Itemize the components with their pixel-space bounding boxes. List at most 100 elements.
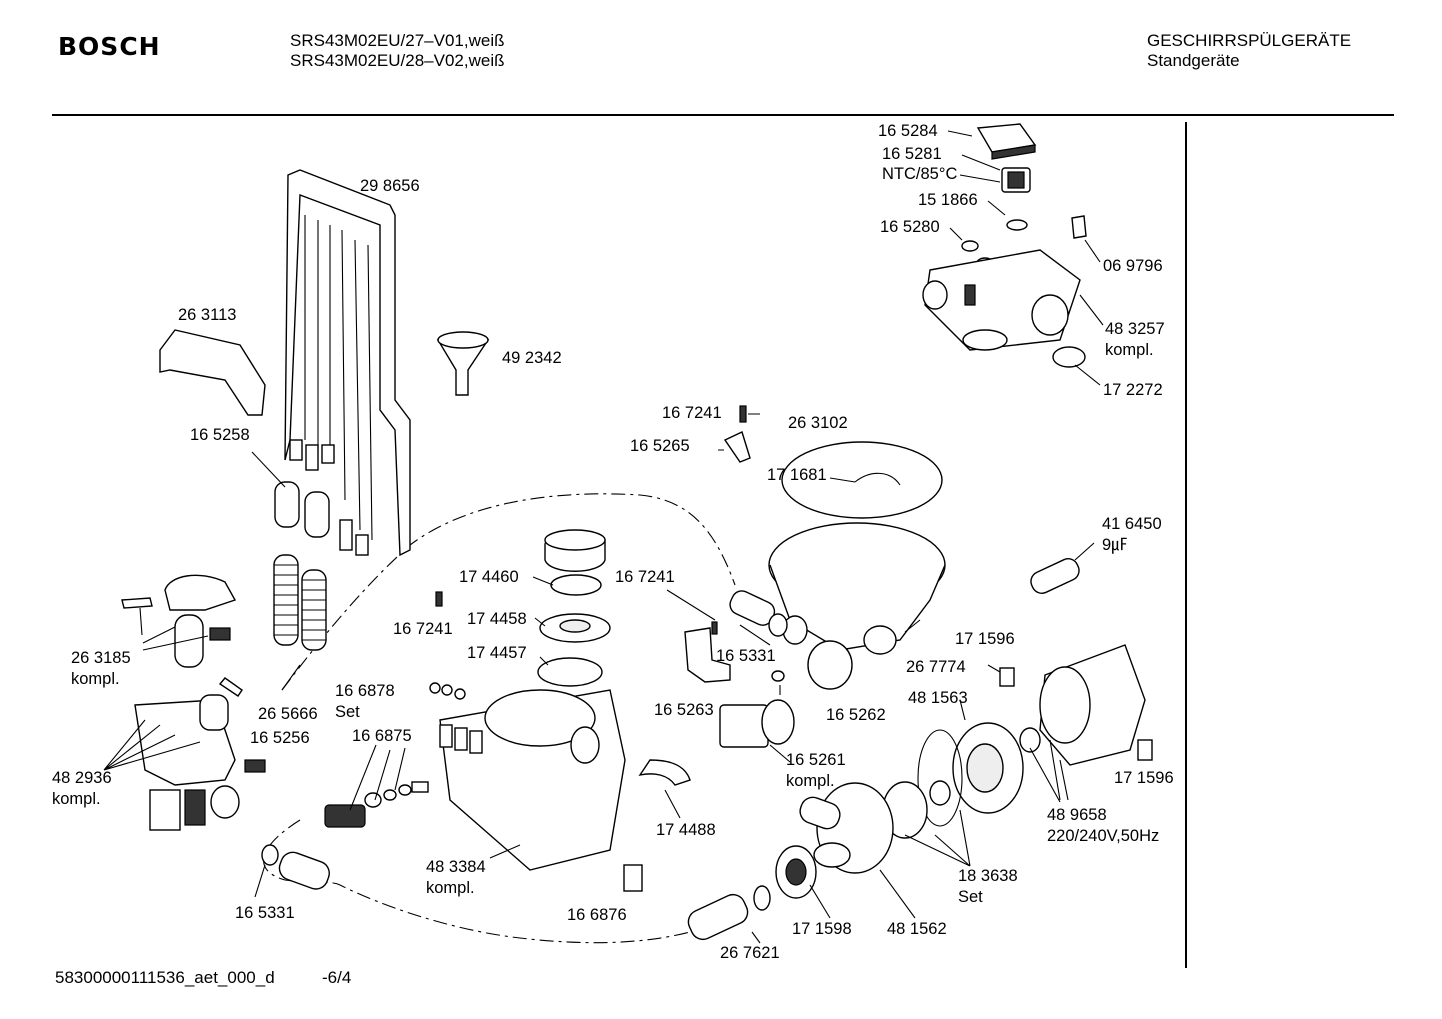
part-note-166878: Set [335, 703, 360, 721]
pump-housing-481563 [952, 722, 1024, 814]
header-rule [52, 114, 1394, 116]
water-switch-483257 [922, 249, 1081, 351]
part-label-492342: 49 2342 [502, 349, 562, 367]
part-label-481562: 48 1562 [887, 920, 947, 938]
motor-489658 [1019, 644, 1146, 766]
part-174488 [638, 759, 691, 786]
part-label-166875: 16 6875 [352, 727, 412, 745]
ntc-sensor [1001, 167, 1031, 193]
part-label-171596-a: 17 1596 [955, 630, 1015, 648]
part-label-171681: 17 1681 [767, 466, 827, 484]
filter-ring-174458 [539, 613, 611, 643]
part-label-489658: 48 9658 [1047, 806, 1107, 824]
clip-171681 [854, 472, 901, 486]
part-label-263185: 26 3185 [71, 649, 131, 667]
part-note-483257: kompl. [1105, 341, 1154, 359]
part-label-263102: 26 3102 [788, 414, 848, 432]
screw-167241-a [435, 591, 443, 607]
clip-069796 [1071, 215, 1087, 239]
part-label-483384: 48 3384 [426, 858, 486, 876]
part-label-481563: 48 1563 [908, 689, 968, 707]
part-label-165262: 16 5262 [826, 706, 886, 724]
part-label-069796: 06 9796 [1103, 257, 1163, 275]
sump-267774 [768, 522, 946, 690]
part-165262 [771, 670, 785, 682]
part-label-165331-bottom: 16 5331 [235, 904, 295, 922]
part-label-263113: 26 3113 [178, 306, 237, 324]
leader-lines [103, 130, 1104, 944]
page-number: -6/4 [322, 968, 352, 987]
part-label-171596-b: 17 1596 [1114, 769, 1174, 787]
part-label-174457: 17 4457 [467, 644, 527, 662]
small-parts-166878 [429, 682, 466, 700]
aquasensor-263185 [121, 574, 237, 668]
model-line-1: SRS43M02EU/27–V01,weiß [290, 31, 505, 50]
category-title: GESCHIRRSPÜLGERÄTE [1147, 31, 1352, 50]
part-165256 [244, 759, 266, 773]
part-label-166876: 16 6876 [567, 906, 627, 924]
part-label-267774: 26 7774 [906, 658, 966, 676]
clip-171596-a [999, 667, 1015, 687]
hose-clamp-172272 [1052, 346, 1086, 368]
part-label-171598: 17 1598 [792, 920, 852, 938]
part-label-174460: 17 4460 [459, 568, 519, 586]
part-label-172272: 17 2272 [1103, 381, 1163, 399]
part-label-167241-b: 16 7241 [393, 620, 453, 638]
part-label-183638: 18 3638 [958, 867, 1018, 885]
margin-rule [1185, 122, 1187, 968]
valve-165261 [719, 699, 795, 748]
hose-267621 [687, 885, 771, 941]
part-label-166878: 16 6878 [335, 682, 395, 700]
part-label-483257: 48 3257 [1105, 320, 1165, 338]
spray-pipes-298656 [284, 169, 411, 557]
part-label-165263: 16 5263 [654, 701, 714, 719]
brand-logo: BOSCH [58, 32, 161, 61]
seal-174457 [537, 657, 603, 687]
part-label-165261: 16 5261 [786, 751, 846, 769]
part-label-165284: 16 5284 [878, 122, 938, 140]
model-line-2: SRS43M02EU/28–V02,weiß [290, 51, 505, 70]
o-ring-151866 [1006, 219, 1028, 231]
bracket-165263 [684, 627, 731, 683]
part-label-165281: 16 5281 [882, 145, 942, 163]
part-label-267621: 26 7621 [720, 944, 780, 962]
part-label-265666: 26 5666 [258, 705, 318, 723]
seal-174460 [550, 574, 602, 596]
sensor-cap [976, 123, 1037, 160]
heater-block-483384 [439, 689, 626, 871]
cover-263113 [159, 329, 266, 416]
part-note-183638: Set [958, 888, 983, 906]
part-label-165265: 16 5265 [630, 437, 690, 455]
drawing-id: 58300000111536_aet_000_d [55, 968, 275, 987]
part-note-165281: NTC/85°C [882, 165, 958, 183]
part-note-482936: kompl. [52, 790, 101, 808]
part-label-482936: 48 2936 [52, 769, 112, 787]
part-label-167241-c: 16 7241 [615, 568, 675, 586]
o-ring-165280 [961, 240, 979, 252]
subcategory-title: Standgeräte [1147, 51, 1240, 70]
hose-165331-top [729, 590, 788, 637]
part-note-489658: 220/240V,50Hz [1047, 827, 1160, 845]
seal-171598 [775, 845, 817, 899]
part-note-165261: kompl. [786, 772, 835, 790]
part-label-174488: 17 4488 [656, 821, 716, 839]
hose-route-outline [263, 493, 736, 944]
part-label-165256: 16 5256 [250, 729, 310, 747]
part-note-416450: 9㎌ [1102, 536, 1128, 554]
part-label-167241-a: 16 7241 [662, 404, 722, 422]
pump-cover-481562 [799, 782, 894, 874]
bracket-165265 [723, 431, 751, 463]
part-label-416450: 41 6450 [1102, 515, 1162, 533]
capacitor-416450 [1030, 558, 1080, 594]
hose-165331-bottom [261, 844, 330, 890]
part-note-483384: kompl. [426, 879, 475, 897]
part-label-165280: 16 5280 [880, 218, 940, 236]
part-label-151866: 15 1866 [918, 191, 978, 209]
clip-171596-b [1137, 739, 1153, 761]
part-166876 [623, 864, 643, 892]
water-softener-482936 [134, 677, 243, 831]
impeller-set-183638 [882, 729, 963, 839]
hose-sleeves-165258 [274, 481, 330, 538]
cap-174460 [544, 529, 606, 572]
